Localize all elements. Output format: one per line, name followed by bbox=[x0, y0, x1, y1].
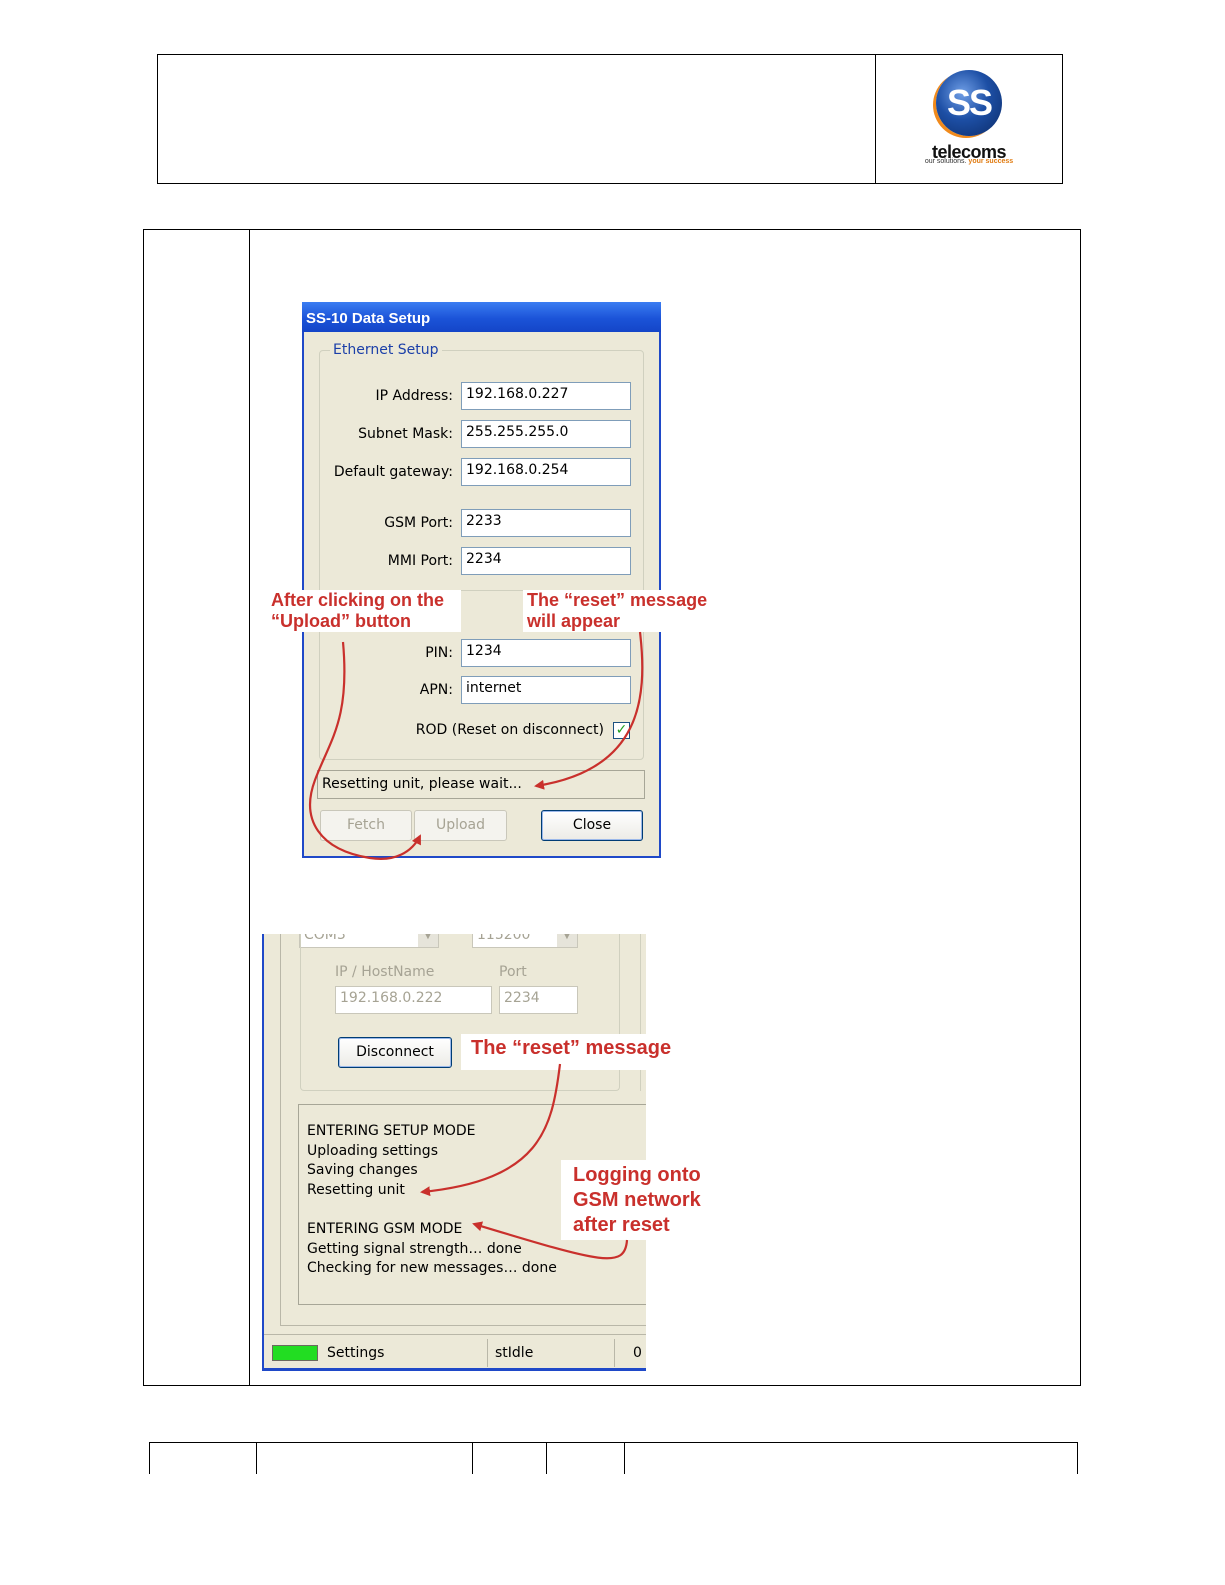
footer-cell-divider bbox=[149, 1442, 150, 1474]
log-line: Saving changes bbox=[307, 1162, 418, 1179]
ethernet-setup-group bbox=[319, 350, 644, 760]
subnet-mask-label: Subnet Mask: bbox=[358, 426, 453, 442]
fetch-button[interactable]: Fetch bbox=[320, 810, 412, 841]
host-input[interactable]: 192.168.0.222 bbox=[335, 986, 492, 1014]
chevron-down-icon: ▼ bbox=[418, 934, 438, 947]
outer-panel-edge bbox=[280, 934, 281, 1326]
com-port-value: COM3 bbox=[304, 934, 346, 943]
terminal-frame-bottom bbox=[262, 1368, 646, 1371]
status-text: Resetting unit, please wait... bbox=[317, 770, 645, 799]
page-header bbox=[157, 54, 1063, 184]
log-line: Checking for new messages… done bbox=[307, 1260, 557, 1277]
gsm-callout-line1: Logging onto bbox=[573, 1164, 701, 1186]
footer-cell-divider bbox=[624, 1442, 625, 1474]
footer-cell-divider bbox=[1077, 1442, 1078, 1474]
pin-input[interactable]: 1234 bbox=[461, 639, 631, 667]
upload-callout: After clicking on the “Upload” button bbox=[267, 590, 461, 632]
gsm-port-label: GSM Port: bbox=[384, 515, 453, 531]
footer-cell-divider bbox=[256, 1442, 257, 1474]
status-bar: Settings stIdle 0 bbox=[262, 1334, 646, 1370]
upload-button[interactable]: Upload bbox=[414, 810, 507, 841]
gsm-arrow bbox=[472, 1221, 629, 1260]
content-table-divider bbox=[249, 229, 250, 1386]
host-label: IP / HostName bbox=[335, 964, 435, 980]
log-line: Uploading settings bbox=[307, 1142, 438, 1159]
disconnect-button[interactable]: Disconnect bbox=[338, 1037, 452, 1068]
header-divider bbox=[875, 54, 876, 184]
upload-callout-line2: “Upload” button bbox=[271, 611, 411, 631]
reset-callout: The “reset” message will appear bbox=[523, 590, 723, 632]
default-gateway-label: Default gateway: bbox=[333, 464, 453, 480]
default-gateway-input[interactable]: 192.168.0.254 bbox=[461, 458, 631, 486]
outer-panel-bottom bbox=[280, 1325, 646, 1326]
terminal-frame-left bbox=[262, 934, 264, 1370]
apn-input[interactable]: internet bbox=[461, 676, 631, 704]
ethernet-setup-group-title: Ethernet Setup bbox=[330, 342, 442, 358]
rod-label: ROD (Reset on disconnect) bbox=[415, 722, 604, 738]
logo-wordmark: telecoms bbox=[931, 142, 1007, 162]
group-separator bbox=[319, 590, 644, 591]
logo-tagline-part1: our solutions. bbox=[924, 158, 967, 165]
close-button[interactable]: Close bbox=[541, 810, 643, 841]
log-panel: ENTERING SETUP MODE Uploading settings S… bbox=[298, 1104, 646, 1305]
status-divider bbox=[614, 1339, 615, 1367]
status-state: stIdle bbox=[495, 1345, 534, 1361]
dialog-title: SS-10 Data Setup bbox=[302, 302, 661, 332]
company-logo bbox=[936, 70, 1002, 136]
subnet-mask-input[interactable]: 255.255.255.0 bbox=[461, 420, 631, 448]
gsm-callout-line2: GSM network bbox=[573, 1189, 701, 1211]
mmi-port-label: MMI Port: bbox=[387, 553, 453, 569]
gsm-port-input[interactable]: 2233 bbox=[461, 509, 631, 537]
logo-initials: SS bbox=[946, 82, 993, 123]
upload-callout-line1: After clicking on the bbox=[271, 590, 445, 610]
connection-indicator bbox=[272, 1345, 318, 1361]
gsm-callout-line3: after reset bbox=[573, 1214, 670, 1236]
check-icon: ✓ bbox=[615, 722, 628, 738]
baud-rate-select[interactable]: 115200 ▼ bbox=[472, 934, 578, 948]
logo-tagline-part2: your success bbox=[968, 158, 1014, 165]
footer-table bbox=[149, 1442, 1078, 1443]
reset-callout-line1: The “reset” message bbox=[527, 590, 708, 610]
port-label: Port bbox=[499, 964, 527, 980]
mmi-port-input[interactable]: 2234 bbox=[461, 547, 631, 575]
upload-arrow bbox=[309, 641, 421, 860]
status-count: 0 bbox=[633, 1345, 642, 1361]
com-port-select[interactable]: COM3 ▼ bbox=[299, 934, 439, 948]
footer-cell-divider bbox=[546, 1442, 547, 1474]
reset-callout-line2: will appear bbox=[527, 611, 621, 631]
status-divider bbox=[487, 1339, 488, 1367]
log-line: ENTERING SETUP MODE bbox=[307, 1123, 476, 1139]
footer-cell-divider bbox=[472, 1442, 473, 1474]
terminal-reset-arrow bbox=[420, 1063, 562, 1197]
status-section: Settings bbox=[327, 1345, 385, 1361]
terminal-window: COM3 ▼ 115200 ▼ IP / HostName Port 192.1… bbox=[262, 934, 646, 1370]
reset-message-callout: The “reset” message bbox=[461, 1034, 703, 1070]
log-line: Getting signal strength… done bbox=[307, 1240, 522, 1257]
log-lines: ENTERING SETUP MODE Uploading settings S… bbox=[307, 1122, 557, 1279]
apn-label: APN: bbox=[419, 682, 453, 698]
reset-arrow bbox=[534, 631, 644, 790]
right-panel-edge bbox=[640, 934, 646, 1091]
connection-group bbox=[300, 934, 620, 1091]
log-line: Resetting unit bbox=[307, 1181, 405, 1198]
pin-label: PIN: bbox=[425, 645, 453, 661]
baud-rate-value: 115200 bbox=[477, 934, 531, 943]
log-line: ENTERING GSM MODE bbox=[307, 1220, 463, 1237]
logo-tagline: our solutions. your success bbox=[905, 158, 1033, 165]
ip-address-label: IP Address: bbox=[375, 388, 454, 404]
content-table bbox=[143, 229, 1081, 1386]
chevron-down-icon: ▼ bbox=[557, 934, 577, 947]
ip-address-input[interactable]: 192.168.0.227 bbox=[461, 382, 631, 410]
gsm-callout: Logging onto GSM network after reset bbox=[561, 1160, 725, 1240]
port-input[interactable]: 2234 bbox=[499, 986, 578, 1014]
